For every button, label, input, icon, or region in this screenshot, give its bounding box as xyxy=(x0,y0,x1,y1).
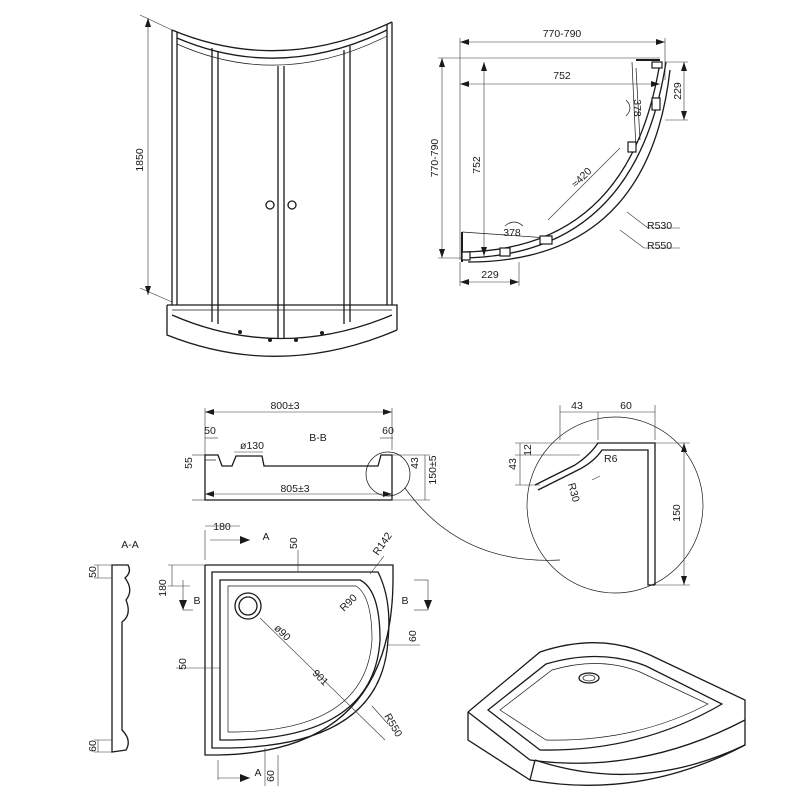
plan-width-label: 770-790 xyxy=(543,28,582,40)
detail-view: 43 60 12 43 R6 R30 150 xyxy=(507,400,704,594)
tray-width-bottom-label: 805±3 xyxy=(280,483,309,495)
roller-right-icon xyxy=(627,141,637,153)
detail-callout-circle xyxy=(365,451,411,497)
detail-60-top-label: 60 xyxy=(620,400,632,412)
dim-50-left-label: 50 xyxy=(177,658,189,670)
dim-180-left-label: 180 xyxy=(157,579,169,597)
enclosure-plan: 770-790 752 770-790 752 229 229 xyxy=(429,28,688,286)
tray-isometric xyxy=(467,642,746,786)
rim-left-label: 50 xyxy=(204,425,216,437)
enclosure-elevation: 1850 xyxy=(134,14,398,357)
dim-180-top-label: 180 xyxy=(213,521,231,533)
detail-150-label: 150 xyxy=(671,504,683,522)
detail-43-left-label: 43 xyxy=(507,458,519,470)
marker-b-right-label: B xyxy=(401,595,408,607)
radius-r550-label: R550 xyxy=(647,240,672,252)
r550-label: R550 xyxy=(381,712,404,740)
plan-door-bottom-label: 229 xyxy=(481,269,499,281)
tray-width-top-label: 800±3 xyxy=(270,400,299,412)
section-aa: A-A 50 60 xyxy=(87,539,139,753)
drain-dia-label-plan: ø90 xyxy=(271,622,292,643)
handle-right-icon xyxy=(287,200,297,210)
dim-60-bottom-label: 60 xyxy=(265,770,277,782)
dim-50-top-label: 50 xyxy=(288,537,300,549)
radius-r530-label: R530 xyxy=(647,220,672,232)
diag-901-label: 901 xyxy=(310,667,331,688)
diagonal-label: ≈420 xyxy=(569,165,594,190)
aa-50-label: 50 xyxy=(87,566,99,578)
marker-b-left-label: B xyxy=(193,595,200,607)
section-aa-label: A-A xyxy=(121,539,139,551)
tray-section-bb: 800±3 50 ø130 B-B 60 55 43 150±5 805±3 xyxy=(183,400,561,561)
opening-right-label: 378 xyxy=(631,99,643,117)
plan-inner-width-label: 752 xyxy=(553,70,571,82)
marker-a-bottom-label: A xyxy=(254,767,261,779)
opening-bottom-label: 378 xyxy=(503,227,521,239)
r142-label: R142 xyxy=(371,530,395,558)
drain-outer-icon xyxy=(234,592,262,620)
height-1850-label: 1850 xyxy=(134,148,146,172)
detail-r6-label: R6 xyxy=(604,453,618,465)
roller-bottom-icon xyxy=(539,235,553,245)
detail-12-label: 12 xyxy=(522,444,534,456)
section-bb-label: B-B xyxy=(309,432,327,444)
handle-left-icon xyxy=(265,200,275,210)
r90-label: R90 xyxy=(338,592,360,614)
drain-inner-icon xyxy=(238,596,258,616)
detail-r30-label: R30 xyxy=(565,482,582,504)
dim-60-right-label: 60 xyxy=(407,630,419,642)
tray-total-height-label: 150±5 xyxy=(427,455,439,484)
rim-right-label: 60 xyxy=(382,425,394,437)
plan-height-label: 770-790 xyxy=(429,139,441,178)
plan-door-right-label: 229 xyxy=(672,82,684,100)
tray-right-height-label: 43 xyxy=(409,457,421,469)
plan-inner-height-label: 752 xyxy=(471,156,483,174)
iso-drain-icon xyxy=(578,672,600,684)
aa-60-label: 60 xyxy=(87,740,99,752)
drain-dia-label: ø130 xyxy=(240,440,264,452)
tray-plan: 901 ø90 180 A A B 180 B 50 R142 R90 xyxy=(157,521,432,786)
detail-43-top-label: 43 xyxy=(571,400,583,412)
marker-a-top-label: A xyxy=(262,531,269,543)
tray-left-height-label: 55 xyxy=(183,457,195,469)
